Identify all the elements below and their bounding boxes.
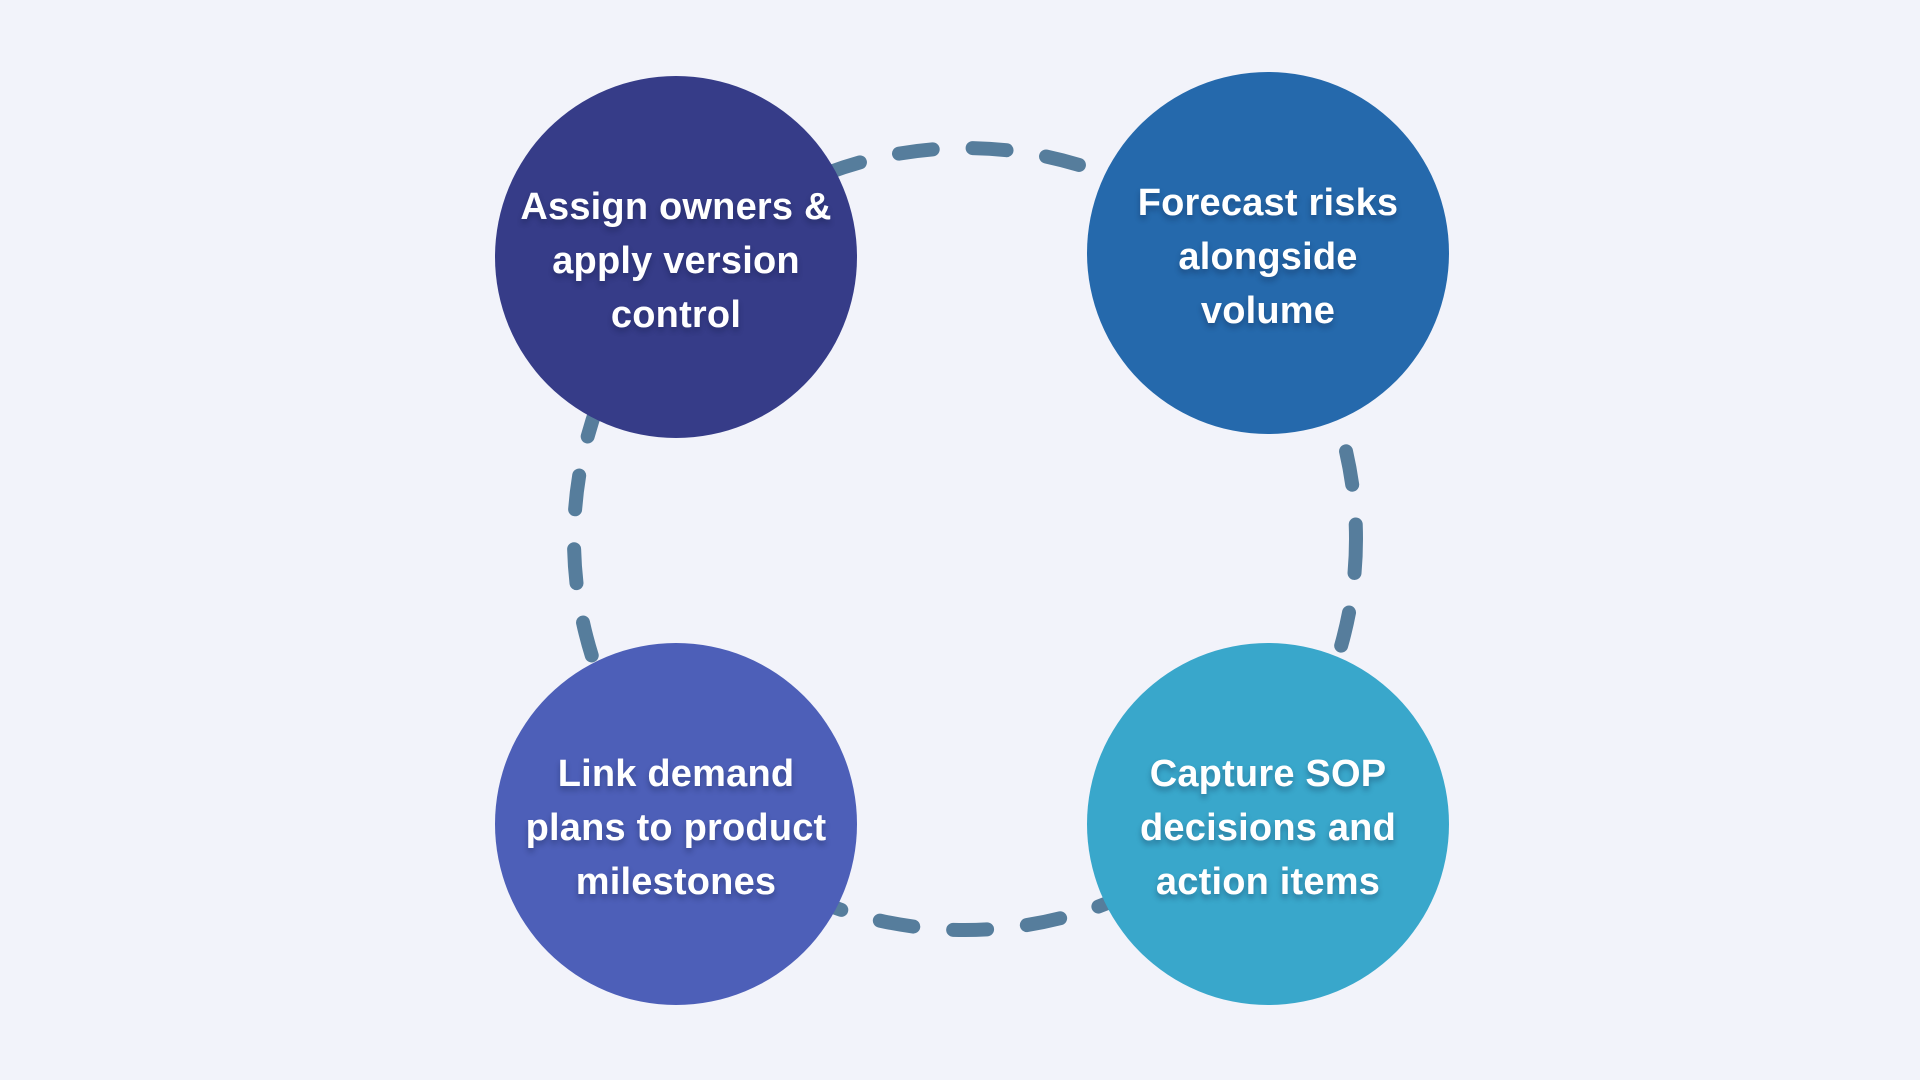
connector-ring-circle bbox=[567, 141, 1363, 937]
step-circle-capture-sop: Capture SOP decisions and action items bbox=[1087, 643, 1449, 1005]
step-label-assign-owners: Assign owners & apply version control bbox=[520, 186, 832, 336]
step-label-link-demand: Link demand plans to product milestones bbox=[525, 753, 827, 903]
step-circle-forecast-risks: Forecast risks alongside volume bbox=[1087, 72, 1449, 434]
step-circle-assign-owners: Assign owners & apply version control bbox=[495, 76, 857, 438]
step-label-capture-sop: Capture SOP decisions and action items bbox=[1139, 753, 1396, 903]
step-label-forecast-risks: Forecast risks alongside volume bbox=[1137, 182, 1399, 332]
step-circle-link-demand: Link demand plans to product milestones bbox=[495, 643, 857, 1005]
